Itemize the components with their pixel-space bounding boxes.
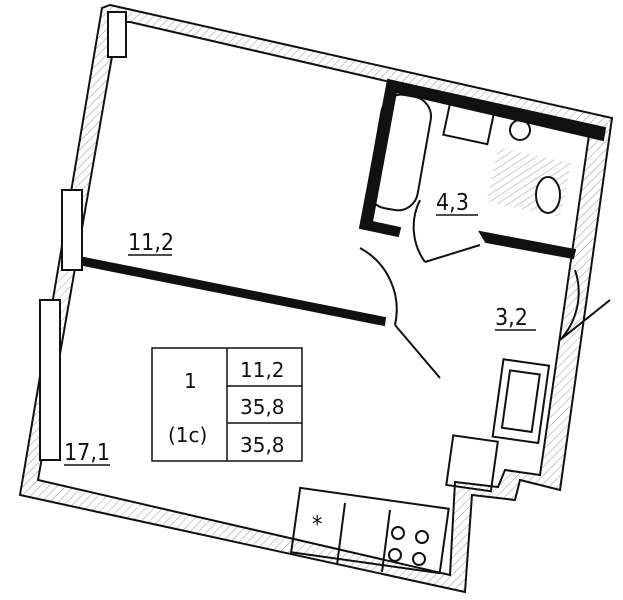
bathroom-area-label: 4,3 — [436, 190, 469, 216]
door-swing — [359, 247, 441, 379]
hall-area-label: 3,2 — [495, 305, 528, 331]
bedroom-area-label: 11,2 — [128, 230, 174, 256]
window — [61, 189, 83, 271]
closet — [491, 358, 551, 445]
burner — [412, 552, 426, 566]
living-area-label: 17,1 — [64, 440, 110, 466]
bathroom-wall — [358, 78, 607, 238]
total-area-value: 35,8 — [240, 395, 285, 419]
total-area-with-balcony-value: 35,8 — [240, 433, 285, 457]
window — [39, 299, 61, 461]
partition-wall — [81, 256, 387, 327]
window — [107, 11, 127, 58]
washing-machine — [509, 119, 531, 141]
sink-icon: * — [312, 512, 322, 538]
burner — [391, 526, 405, 540]
counter-divider — [381, 509, 391, 573]
fridge — [445, 434, 499, 493]
closet-inner — [500, 369, 541, 434]
burner — [388, 548, 402, 562]
door-swing — [412, 199, 481, 263]
living-area-value: 11,2 — [240, 358, 285, 382]
door-swing — [559, 269, 611, 341]
kitchen-counter — [290, 486, 450, 575]
bathroom-sink — [442, 99, 496, 146]
bathtub — [367, 93, 433, 212]
burner — [415, 530, 429, 544]
bathroom-wall — [477, 230, 577, 260]
rooms-count: 1 — [184, 369, 197, 393]
apartment-type: (1с) — [168, 423, 207, 447]
toilet — [535, 176, 561, 214]
counter-divider — [336, 502, 346, 566]
